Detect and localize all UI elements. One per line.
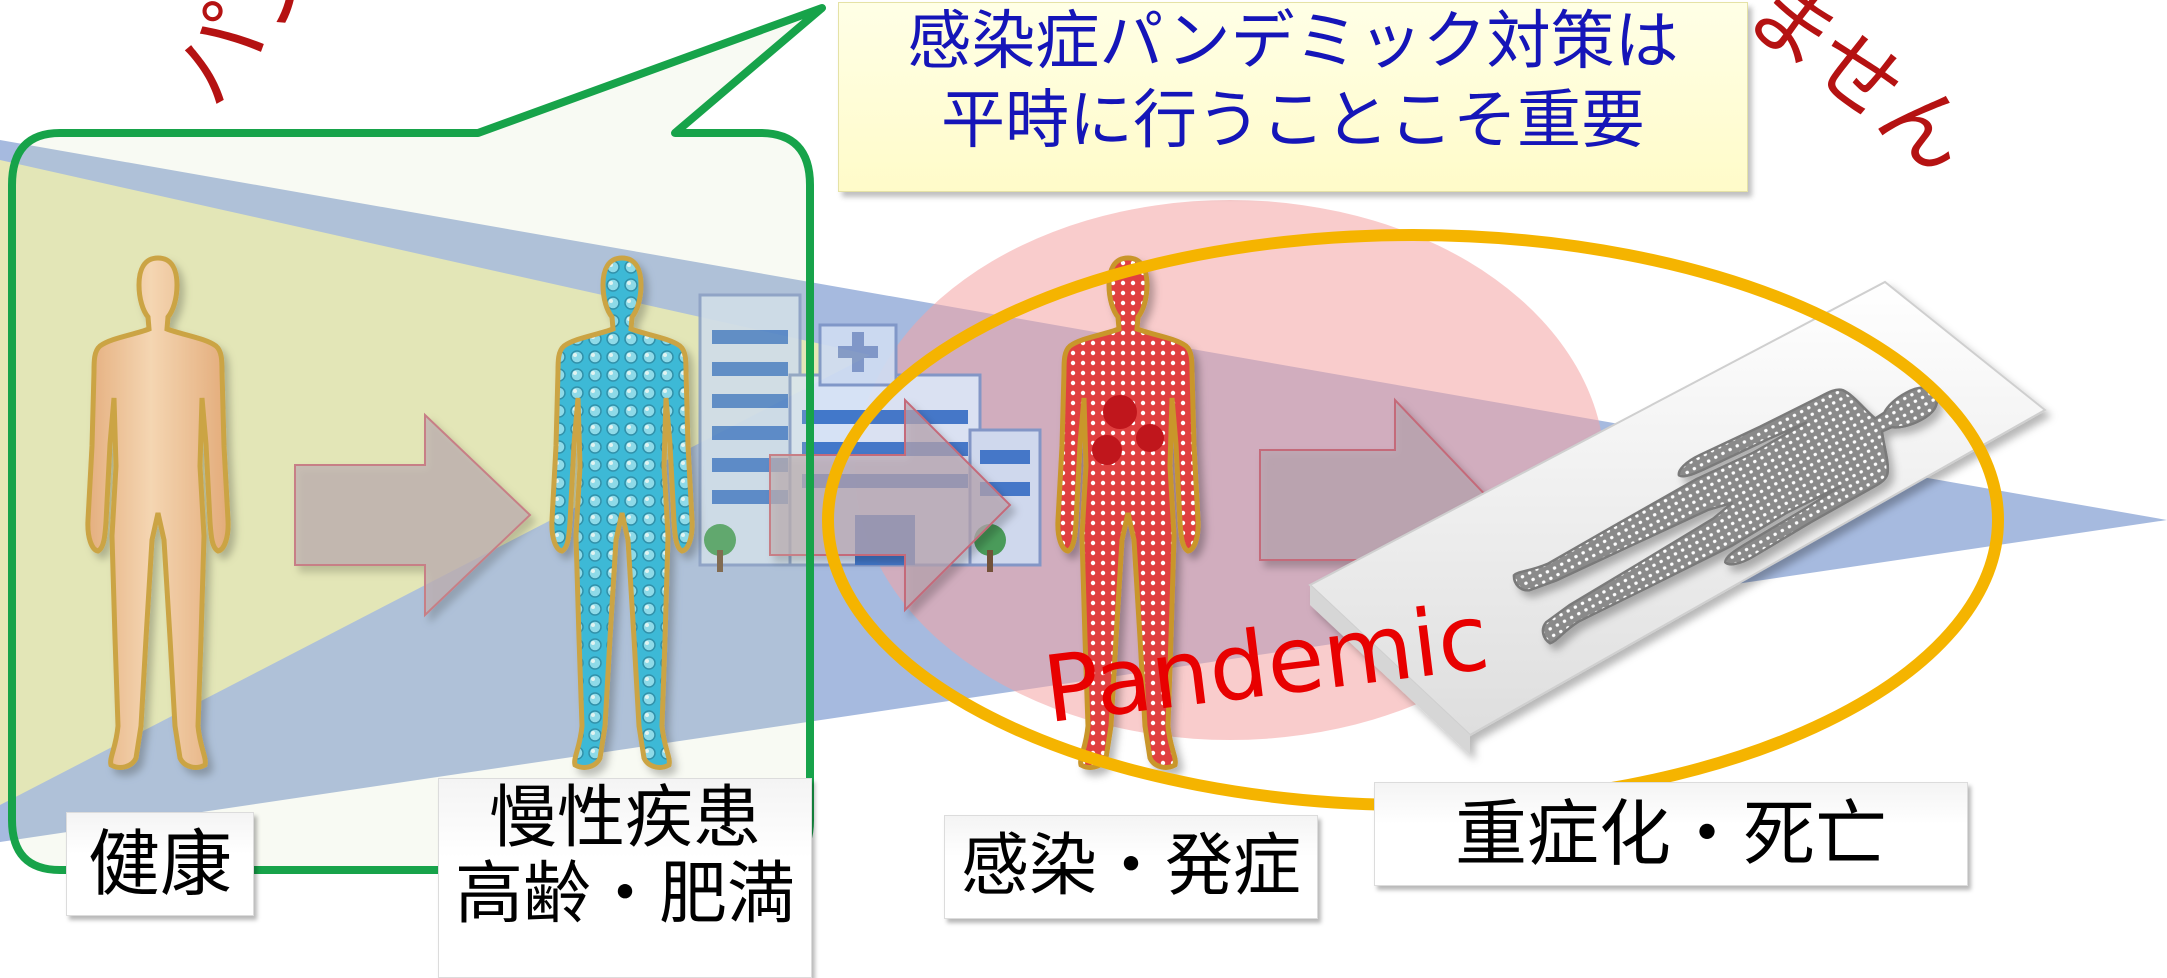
headline-line-1: 感染症パンデミック対策は: [907, 5, 1679, 79]
progression-arrow-2: [769, 397, 1012, 613]
top-left-arc-text: パンデ: [150, 0, 402, 124]
stage-label-severe: 重症化・死亡: [1374, 782, 1968, 886]
callout-bubble: [8, 4, 826, 874]
headline-line-2: 平時に行うことこそ重要: [941, 84, 1645, 159]
virus-icon: [1092, 395, 1164, 465]
stage-label-chronic-line-2: 高齢・肥満: [454, 855, 795, 935]
stage-label-chronic: 慢性疾患 高齢・肥満: [438, 778, 812, 978]
headline-box: 感染症パンデミック対策は 平時に行うことこそ重要: [838, 2, 1748, 192]
progression-arrow-1: [294, 412, 532, 618]
top-right-arc-text: ません: [1727, 0, 1990, 194]
infected-person-figure: [1058, 258, 1198, 767]
stage-label-infection-text: 感染・発症: [960, 827, 1301, 906]
stage-label-infection: 感染・発症: [944, 815, 1318, 919]
stage-label-chronic-line-1: 慢性疾患: [488, 779, 761, 858]
stage-label-severe-text: 重症化・死亡: [1454, 792, 1887, 876]
stage-label-healthy: 健康: [66, 812, 254, 916]
stage-label-healthy-text: 健康: [87, 822, 232, 906]
